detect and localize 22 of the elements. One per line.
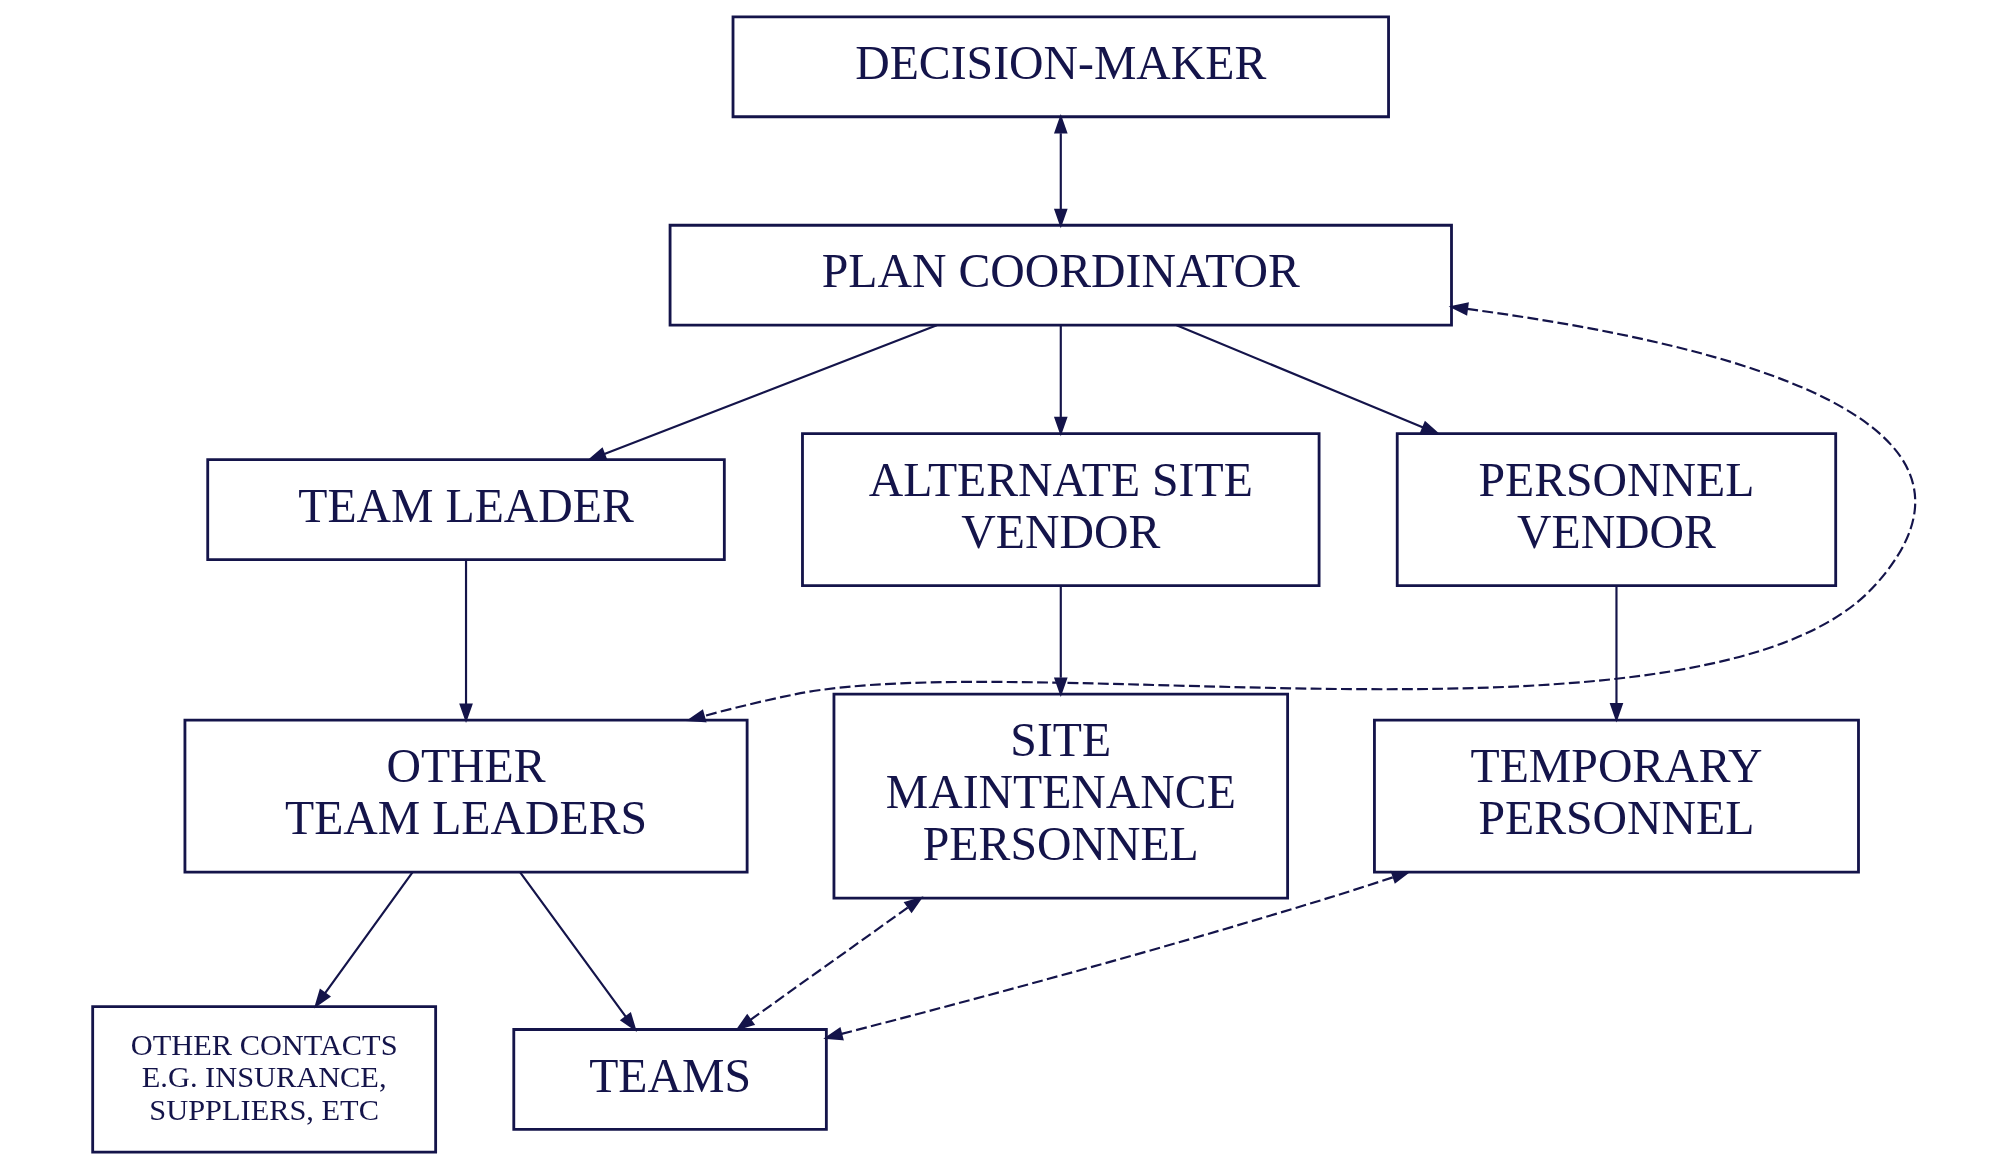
node-box: PERSONNEL VENDOR (1395, 432, 1837, 587)
node-box: OTHER CONTACTS E.G. INSURANCE, SUPPLIERS, ETC (90, 1005, 437, 1154)
arrow (1609, 585, 1623, 723)
node-box: OTHER TEAM LEADERS (183, 718, 749, 874)
arrow (586, 324, 937, 461)
node-box: SITE MAINTENANCE PERSONNEL (832, 692, 1289, 900)
arrow (685, 302, 1915, 723)
arrow (313, 871, 413, 1009)
arrow (518, 871, 637, 1032)
node-box: DECISION-MAKER (731, 15, 1390, 119)
node-box: TEAM LEADER (205, 458, 726, 561)
arrow (822, 870, 1411, 1041)
arrow (1053, 114, 1068, 229)
node-box: TEMPORARY PERSONNEL (1372, 718, 1860, 874)
arrow (1053, 325, 1068, 437)
node-box: PLAN COORDINATOR (668, 223, 1453, 327)
node-box: ALTERNATE SITE VENDOR (800, 432, 1320, 587)
arrow (1175, 324, 1440, 435)
node-box: TEAMS (511, 1028, 828, 1131)
arrow (458, 559, 473, 724)
arrow (1053, 585, 1068, 698)
arrow (734, 896, 923, 1031)
